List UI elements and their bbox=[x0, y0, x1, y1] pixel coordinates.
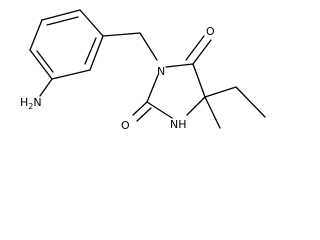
c4-o-double-bond bbox=[192, 39, 212, 65]
ring-double-bond bbox=[46, 16, 79, 26]
ethyl-bond-2 bbox=[235, 86, 266, 118]
n1-c2-bond bbox=[146, 101, 173, 119]
c2-o-double-bond bbox=[136, 107, 152, 122]
ring-double-bond bbox=[36, 50, 54, 73]
o-left-label: O bbox=[121, 119, 130, 132]
c2-o-double-bond bbox=[132, 101, 148, 116]
amine-bond bbox=[39, 78, 53, 97]
ethyl-bond-1 bbox=[204, 86, 237, 98]
ring-bond bbox=[29, 49, 53, 80]
ring-double-bond bbox=[84, 37, 97, 65]
benzene-ring bbox=[29, 9, 104, 80]
methyl-bond bbox=[204, 96, 221, 129]
hydantoin-ring bbox=[146, 63, 206, 119]
ring-bond bbox=[41, 9, 81, 21]
c4-c5-bond bbox=[192, 63, 206, 98]
benzyl-bond bbox=[102, 32, 141, 37]
ring-bond bbox=[29, 19, 43, 51]
ring-bond bbox=[51, 69, 91, 80]
ring-bond bbox=[79, 9, 104, 37]
molecule-drawing: H2N N NH O O bbox=[20, 9, 266, 132]
c5-n1-bond bbox=[186, 96, 206, 116]
c4-o-double-bond bbox=[185, 35, 205, 61]
n1h-label: NH bbox=[170, 118, 187, 131]
amine-label: H2N bbox=[20, 96, 42, 111]
ch2-n-bond bbox=[139, 32, 158, 61]
o-top-label: O bbox=[206, 25, 215, 38]
n3-c4-bond bbox=[165, 63, 194, 68]
ring-bond bbox=[89, 35, 104, 71]
structure-canvas: H2N N NH O O bbox=[20, 9, 266, 132]
c2-n3-bond bbox=[146, 74, 159, 103]
n3-label: N bbox=[157, 65, 165, 78]
